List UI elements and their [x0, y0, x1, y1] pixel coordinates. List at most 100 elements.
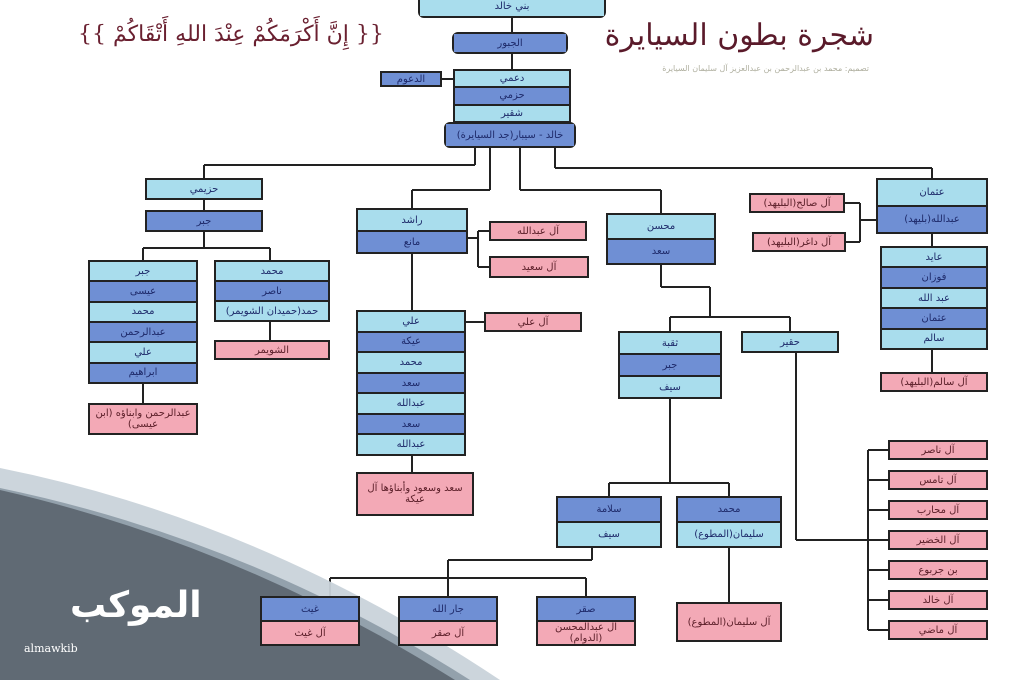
node-name: آل الخضير — [890, 532, 986, 548]
tree-node-al-madi: آل ماضي — [888, 620, 988, 640]
node-name: آل محارب — [890, 502, 986, 518]
tree-node-al-dagher: آل داغر(البليهد) — [752, 232, 846, 252]
node-name: آل ماضي — [890, 622, 986, 638]
tree-node-al-mohareb: آل محارب — [888, 500, 988, 520]
node-name: آل تامس — [890, 472, 986, 488]
node-name: مانع — [358, 232, 466, 252]
watermark-latin-text: almawkib — [24, 642, 78, 655]
node-name: عايد — [882, 248, 986, 269]
node-name: ثقبة — [620, 333, 720, 355]
node-name: جبر — [620, 355, 720, 377]
node-name: سعد وسعود وأبناؤها آل عيكة — [358, 474, 472, 514]
node-name: غيث — [262, 598, 358, 622]
node-name: حقير — [743, 333, 837, 351]
node-name: صقر — [538, 598, 634, 622]
node-name: محسن — [608, 215, 714, 240]
node-name: آل عبدالله — [491, 223, 585, 239]
node-name: سليمان(المطوع) — [678, 523, 780, 546]
node-name: بني خالد — [420, 0, 604, 16]
tree-node-al-salem: آل سالم(البليهد) — [880, 372, 988, 392]
node-name: حمد(حميدان الشويمر) — [216, 302, 328, 320]
page-subtitle: تصميم: محمد بن عبدالرحمن بن عبدالعزيز آل… — [662, 64, 869, 73]
quran-verse: {{ إِنَّ أَكْرَمَكُمْ عِنْدَ اللهِ أَتْق… — [78, 22, 384, 47]
node-name: علي — [90, 343, 196, 364]
node-name: سعد — [608, 240, 714, 263]
node-name: سعد — [358, 373, 464, 395]
tree-node-shuwaimer: الشويمر — [214, 340, 330, 360]
node-name: عبدالرحمن — [90, 322, 196, 344]
node-name: آل ناصر — [890, 442, 986, 458]
tree-node-abdulrahman-sons: عبدالرحمن وابناؤه (ابن عيسى) — [88, 403, 198, 435]
node-name: علي — [358, 312, 464, 333]
node-name: عبدالله — [358, 435, 464, 455]
tree-node-al-saeed: آل سعيد — [489, 256, 589, 278]
tree-node-al-nasser: آل ناصر — [888, 440, 988, 460]
node-name: ابراهيم — [90, 363, 196, 382]
tree-node-al-thamer: آل تامس — [888, 470, 988, 490]
tree-node-bani-khalid: بني خالد — [418, 0, 606, 18]
tree-node-al-ali: آل علي — [484, 312, 582, 332]
node-name: سالم — [882, 329, 986, 349]
node-name: آل صالح(البليهد) — [751, 195, 843, 211]
watermark-logo-text: الموكب — [70, 585, 202, 626]
node-name: راشد — [358, 210, 466, 232]
node-name: سعد — [358, 414, 464, 436]
node-name: الجبور — [454, 34, 566, 52]
node-name: آل صقر — [400, 622, 496, 644]
node-name: الشويمر — [216, 342, 328, 358]
node-name: عيكة — [358, 332, 464, 354]
node-name: سلامة — [558, 498, 660, 523]
node-name: محمد — [90, 302, 196, 323]
node-name: ناصر — [216, 282, 328, 302]
tree-node-hoqair: حقير — [741, 331, 839, 353]
tree-node-jabr: جبر — [145, 210, 263, 232]
tree-node-al-aika: سعد وسعود وأبناؤها آل عيكة — [356, 472, 474, 516]
node-name: بن جربوع — [890, 562, 986, 578]
node-name: عبدالله — [358, 394, 464, 415]
node-name: عثمان — [882, 309, 986, 330]
node-name: آل سالم(البليهد) — [882, 374, 986, 390]
tree-node-al-khaled: آل خالد — [888, 590, 988, 610]
node-name: عبدالله(بليهد) — [878, 207, 986, 232]
node-name: سيف — [620, 377, 720, 397]
node-name: آل عبدالمحسن (الدوام) — [538, 622, 634, 644]
node-name: سيف — [558, 523, 660, 546]
node-name: شقير — [455, 105, 569, 121]
tree-node-jubour: الجبور — [452, 32, 568, 54]
node-name: فوزان — [882, 268, 986, 289]
node-name: آل علي — [486, 314, 580, 330]
node-name: جار الله — [400, 598, 496, 622]
node-name: آل سعيد — [491, 258, 587, 276]
node-name: عبد الله — [882, 288, 986, 310]
node-name: آل غيث — [262, 622, 358, 644]
node-name: حزيمي — [147, 180, 261, 198]
node-name: خالد - سيبار(جد السيايرة) — [446, 124, 574, 146]
node-name: آل خالد — [890, 592, 986, 608]
node-name: آل داغر(البليهد) — [754, 234, 844, 250]
node-name: عبدالرحمن وابناؤه (ابن عيسى) — [90, 405, 196, 433]
tree-node-hazmi: حزيمي — [145, 178, 263, 200]
tree-node-al-sulaiman: آل سليمان(المطوع) — [676, 602, 782, 642]
node-name: دعمي — [455, 71, 569, 89]
tree-node-khalid: خالد - سيبار(جد السيايرة) — [444, 122, 576, 148]
node-name: جبر — [90, 262, 196, 283]
tree-node-al-saleh: آل صالح(البليهد) — [749, 193, 845, 213]
page-title: شجرة بطون السيايرة — [604, 18, 874, 53]
node-name: الدعوم — [382, 73, 440, 85]
tree-node-al-khudair: آل الخضير — [888, 530, 988, 550]
node-name: محمد — [216, 262, 328, 282]
